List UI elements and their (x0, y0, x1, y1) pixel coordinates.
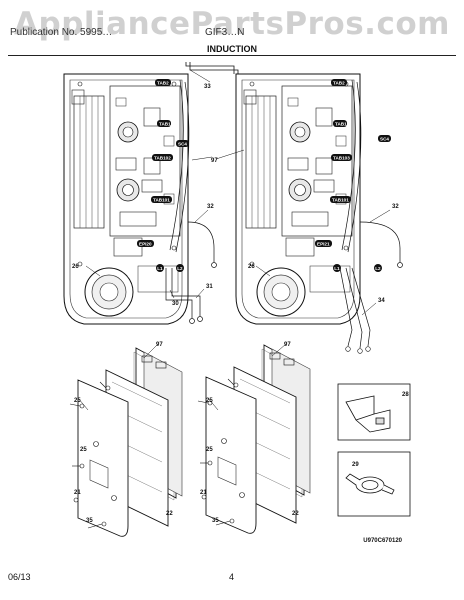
callout-97-lower-left: 97 (156, 342, 163, 348)
reference-code: U970C670120 (363, 538, 402, 544)
callout-25-right-top: 25 (206, 398, 213, 404)
section-title: INDUCTION (207, 44, 257, 54)
parts-diagram: TAB2 TAB1 SC4 TAB102 TAB101 EPI20 L1 L2 … (63, 62, 411, 537)
callout-22-left: 22 (166, 511, 173, 517)
callout-26-left: 26 (72, 264, 79, 270)
tag-sc4-left: SC4 (178, 142, 187, 147)
tag-sc4-right: SC4 (380, 137, 389, 142)
tag-epi20-left: EPI20 (139, 242, 152, 247)
tag-tab1-right: TAB1 (335, 122, 347, 127)
callout-31: 31 (206, 284, 213, 290)
page-number: 4 (229, 572, 235, 582)
callout-21-right: 21 (200, 490, 207, 496)
callout-97-upper: 97 (211, 158, 218, 164)
callout-30: 30 (172, 301, 179, 307)
tag-tab101-right: TAB101 (332, 198, 349, 203)
tag-tab2-left: TAB2 (157, 81, 169, 86)
callout-29: 29 (352, 462, 359, 468)
footer-date: 06/13 (8, 572, 31, 582)
callout-26-right: 26 (248, 264, 255, 270)
tag-l2-right: L2 (375, 266, 381, 271)
publication-number: Publication No. 5995… (10, 27, 113, 38)
tag-tab1-left: TAB1 (159, 122, 171, 127)
tag-tab101-left: TAB101 (153, 198, 170, 203)
tag-l2-left: L2 (177, 266, 183, 271)
callout-32-left: 32 (207, 204, 214, 210)
tag-tab102-left: TAB102 (154, 156, 171, 161)
component-tags-right: TAB2 TAB1 SC4 TAB103 TAB101 EPI21 L1 L2 (315, 79, 391, 272)
header-rule (8, 55, 456, 56)
tag-tab103-right: TAB103 (333, 156, 350, 161)
callout-32-right: 32 (392, 204, 399, 210)
tag-l1-left: L1 (157, 266, 163, 271)
part-29-clip (345, 473, 395, 495)
callout-34: 34 (378, 298, 385, 304)
callout-97-lower-right: 97 (284, 342, 291, 348)
callout-28: 28 (402, 392, 409, 398)
tag-l1-right: L1 (334, 266, 340, 271)
callout-25-left-mid: 25 (80, 447, 87, 453)
model-number: GIF3…N (205, 27, 245, 38)
callout-33: 33 (204, 84, 211, 90)
callout-22-right: 22 (292, 511, 299, 517)
tag-tab2-right: TAB2 (333, 81, 345, 86)
callout-25-left-top: 25 (74, 398, 81, 404)
part-28-bracket (345, 395, 391, 433)
callout-21-left: 21 (74, 490, 81, 496)
callout-35-left: 35 (86, 518, 93, 524)
callout-25-right-mid: 25 (206, 447, 213, 453)
component-tags-left: TAB2 TAB1 SC4 TAB102 TAB101 EPI20 L1 L2 (137, 79, 189, 272)
callout-35-right: 35 (212, 518, 219, 524)
tag-epi21-right: EPI21 (317, 242, 330, 247)
callout-numbers: 33 97 32 32 26 26 30 31 34 97 97 25 25 2… (72, 84, 409, 524)
